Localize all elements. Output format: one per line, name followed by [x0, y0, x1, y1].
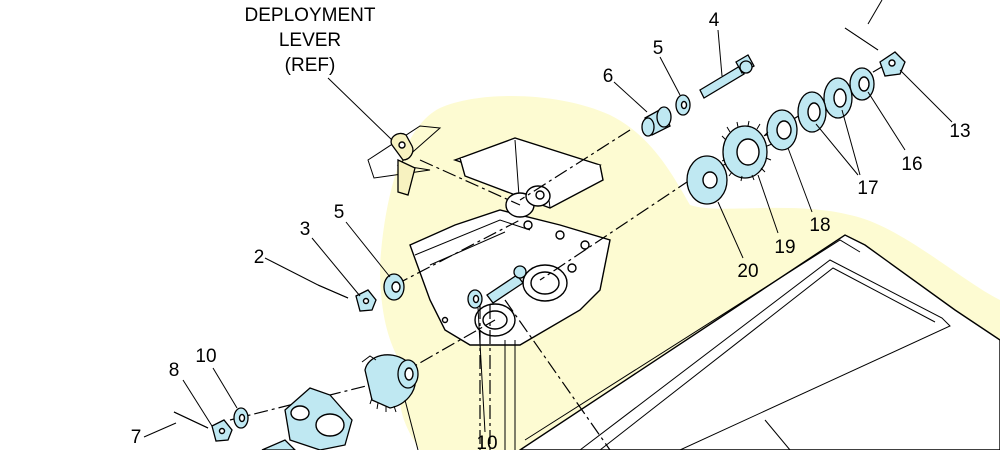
callout-16: 16 [901, 154, 922, 175]
callout-2: 2 [254, 247, 265, 268]
part-bolt-middle [486, 265, 527, 304]
callout-20: 20 [737, 261, 758, 282]
leader-lines [143, 0, 953, 450]
callout-8: 8 [169, 360, 180, 381]
part-arm-plate [261, 387, 353, 450]
ref-label-line-3: (REF) [285, 55, 336, 76]
part-13-nut [879, 51, 906, 77]
part-19-star-washer [720, 120, 773, 182]
deployment-lever-ref [367, 125, 442, 196]
callout-3: 3 [300, 219, 311, 240]
callout-10-middle: 10 [476, 433, 497, 450]
callout-5-left: 5 [334, 202, 345, 223]
callout-7: 7 [131, 427, 142, 448]
part-6-bushing [641, 106, 672, 137]
callout-4: 4 [709, 10, 720, 31]
base-plate [518, 234, 1000, 450]
part-20-washer [686, 155, 728, 205]
callout-17: 17 [857, 178, 878, 199]
part-3-nut [355, 289, 377, 312]
part-17-springs [797, 77, 853, 133]
part-4-bolt [699, 54, 755, 99]
ref-label-line-1: DEPLOYMENT [245, 5, 376, 26]
part-7-cotter-pin [173, 411, 209, 429]
ref-label-line-2: LEVER [279, 30, 341, 51]
callout-5-top: 5 [653, 38, 664, 59]
callout-10-lower: 10 [195, 346, 216, 367]
part-18-washer [766, 109, 798, 151]
part-2-cotter-pin [317, 284, 349, 299]
part-10-washer-middle [467, 289, 483, 309]
part-cam-gear [361, 354, 419, 413]
bracket-housing [409, 137, 611, 450]
callouts: 2 3 5 6 5 4 13 16 17 18 19 20 8 10 7 10 [131, 10, 971, 450]
part-5-washer-left [383, 273, 405, 301]
deployment-lever-label: DEPLOYMENT LEVER (REF) [245, 5, 376, 76]
callout-18: 18 [809, 215, 830, 236]
part-8-nut [211, 419, 233, 442]
part-5-washer-top [675, 94, 691, 116]
callout-6: 6 [603, 66, 614, 87]
part-cotter-pin-top [844, 27, 879, 51]
part-10-washer-lower [233, 407, 249, 429]
callout-13: 13 [949, 121, 970, 142]
callout-19: 19 [774, 237, 795, 258]
